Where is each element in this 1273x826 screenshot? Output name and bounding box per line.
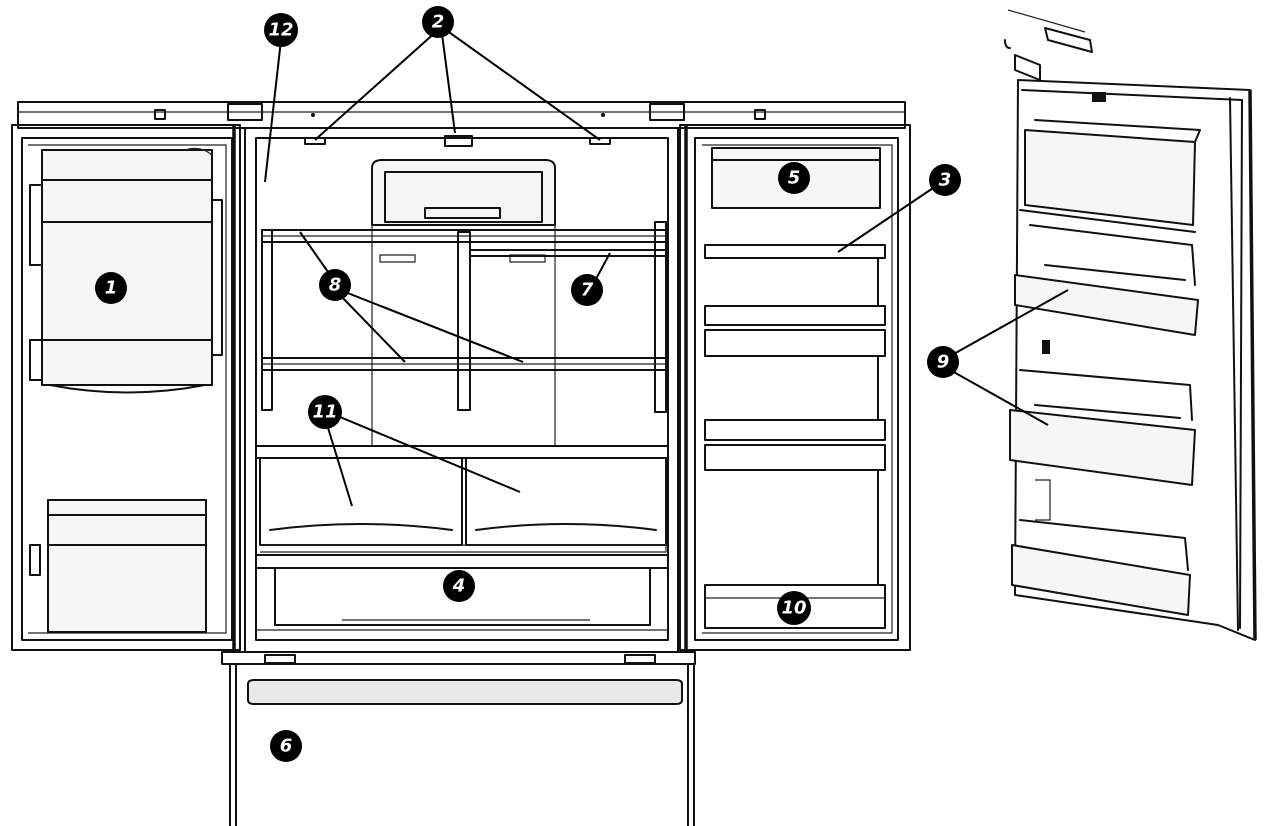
callout-2: 2 xyxy=(422,6,454,38)
callout-11-label: 11 xyxy=(312,402,337,423)
callout-10-label: 10 xyxy=(781,598,806,619)
callout-8-label: 8 xyxy=(329,275,342,296)
callout-4-label: 4 xyxy=(452,576,466,597)
crisper-drawers xyxy=(259,457,667,553)
callout-5: 5 xyxy=(778,162,810,194)
callout-5-label: 5 xyxy=(788,168,801,189)
callout-7: 7 xyxy=(571,274,603,306)
left-door-lower-bin xyxy=(29,499,207,633)
callout-9-label: 9 xyxy=(937,352,950,373)
callout-12: 12 xyxy=(264,13,298,47)
callout-1: 1 xyxy=(95,272,127,304)
leader-lines xyxy=(264,29,1069,507)
cabinet-top xyxy=(17,101,906,129)
callout-3-label: 3 xyxy=(939,170,952,191)
right-door xyxy=(679,124,911,651)
callout-2-label: 2 xyxy=(432,12,445,33)
fresh-food-compartment xyxy=(244,127,679,653)
callout-6: 6 xyxy=(270,730,302,762)
door-detail-view xyxy=(1004,9,1257,641)
callout-10: 10 xyxy=(777,591,811,625)
callout-9: 9 xyxy=(927,346,959,378)
ice-dispenser-bin xyxy=(29,147,223,394)
callout-12-label: 12 xyxy=(268,20,293,41)
left-door xyxy=(11,124,241,651)
freezer-drawer xyxy=(221,651,696,826)
callout-4: 4 xyxy=(443,570,475,602)
callout-8: 8 xyxy=(319,269,351,301)
callout-1-label: 1 xyxy=(105,278,118,299)
callout-3: 3 xyxy=(929,164,961,196)
callout-badges: 1 2 3 4 5 6 7 8 xyxy=(95,6,961,762)
callout-6-label: 6 xyxy=(280,736,293,757)
pantry-drawer xyxy=(255,554,669,631)
callout-7-label: 7 xyxy=(581,280,594,301)
callout-11: 11 xyxy=(308,395,342,429)
